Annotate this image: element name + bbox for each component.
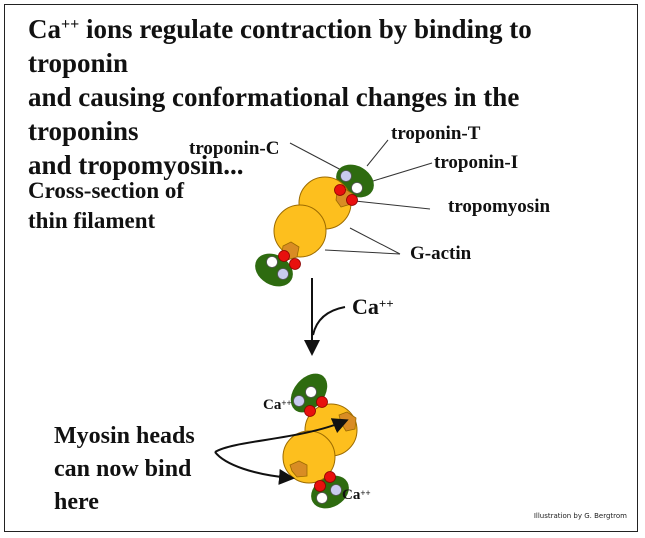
troponin-c-subunit bbox=[277, 268, 289, 280]
label-tropomyosin: tropomyosin bbox=[448, 196, 551, 217]
tropomyosin-strand bbox=[346, 194, 358, 206]
troponin-i-subunit bbox=[316, 492, 328, 504]
label-g-actin: G-actin bbox=[410, 243, 472, 264]
tropomyosin-strand bbox=[304, 405, 316, 417]
leader-troponin-c bbox=[289, 142, 346, 173]
calcium-ion-label: Ca++ bbox=[352, 294, 394, 319]
figure-title: Ca++ ions regulate contraction by bindin… bbox=[28, 12, 628, 182]
thin-filament-before bbox=[255, 139, 433, 287]
illustration-credit: Illustration by G. Bergtrom bbox=[533, 512, 627, 520]
label-troponin-i: troponin-I bbox=[434, 152, 519, 173]
troponin-i-subunit bbox=[351, 182, 363, 194]
myosin-pointer-arrow-upper bbox=[214, 418, 349, 453]
leader-g-actin-1 bbox=[349, 227, 401, 255]
label-troponin-c: troponin-C bbox=[189, 138, 280, 159]
title-line-2: and causing conformational changes in th… bbox=[28, 82, 520, 146]
bound-calcium-label-bottom: Ca++ bbox=[342, 487, 371, 503]
troponin-c-subunit bbox=[293, 395, 305, 407]
title-line-3: and tropomyosin... bbox=[28, 150, 244, 180]
leader-g-actin-2 bbox=[324, 249, 401, 255]
myosin-pointer-arrow-lower bbox=[214, 451, 295, 485]
bound-calcium-label-top: Ca++ bbox=[263, 397, 292, 413]
tropomyosin-strand bbox=[324, 471, 336, 483]
thin-filament-after bbox=[282, 373, 358, 509]
tropomyosin-strand bbox=[314, 480, 326, 492]
leader-troponin-t bbox=[366, 139, 389, 167]
g-actin-monomer bbox=[273, 204, 327, 258]
leader-tropomyosin bbox=[354, 200, 431, 210]
troponin-c-subunit bbox=[330, 484, 342, 496]
tropomyosin-strand bbox=[289, 258, 301, 270]
title-line-1: Ca++ ions regulate contraction by bindin… bbox=[28, 14, 532, 78]
troponin-i-subunit bbox=[266, 256, 278, 268]
calcium-input-arrow bbox=[312, 306, 346, 336]
label-troponin-t: troponin-T bbox=[391, 123, 481, 144]
tropomyosin-strand bbox=[316, 396, 328, 408]
troponin-c-subunit bbox=[340, 170, 352, 182]
cross-section-label: Cross-section of thin filament bbox=[28, 178, 185, 233]
tropomyosin-strand bbox=[334, 184, 346, 196]
troponin-i-subunit bbox=[305, 386, 317, 398]
tropomyosin-strand bbox=[278, 250, 290, 262]
myosin-label: Myosin heads can now bind here bbox=[54, 423, 195, 515]
